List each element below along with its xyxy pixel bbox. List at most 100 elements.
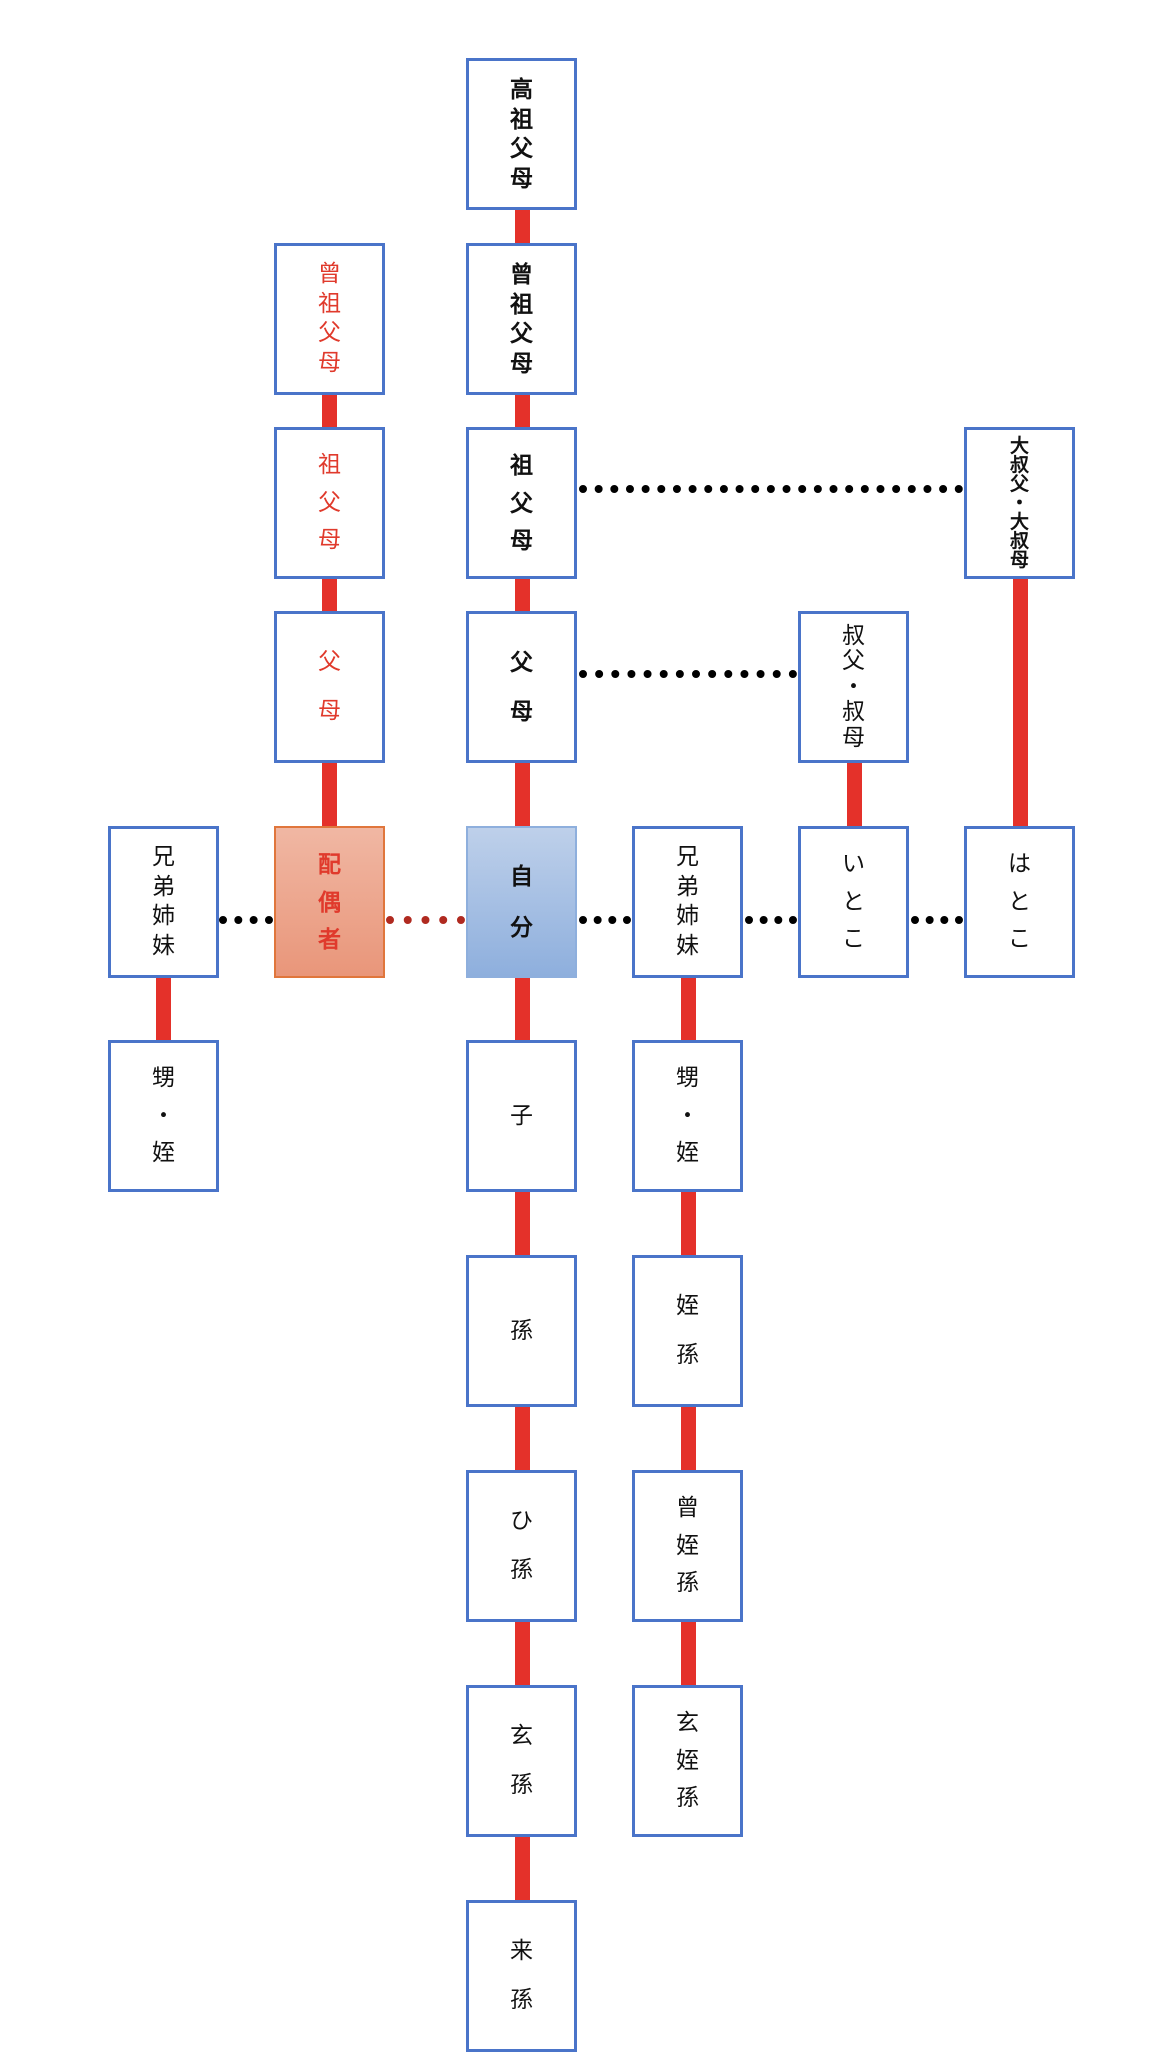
line-spouse-grandparents-to-parents — [322, 575, 337, 620]
box-grandparents: 祖 父 母 — [466, 427, 577, 579]
label-char: 叔 — [1009, 453, 1029, 476]
box-nephew-niece: 甥 ・ 姪 — [632, 1040, 743, 1192]
line-great-grandchild-to-great-great-grandchild — [515, 1620, 530, 1688]
line-spouse-parents-to-spouse — [322, 760, 337, 828]
label-char: 妹 — [676, 933, 699, 960]
label-char: 姪 — [676, 1747, 699, 1774]
label-char: 父 — [510, 320, 533, 348]
label-char: 姪 — [676, 1292, 699, 1319]
label-char: 叔 — [842, 699, 865, 725]
label-char: 甥 — [152, 1065, 175, 1092]
label-char: 父 — [318, 648, 341, 675]
label-char: 母 — [318, 350, 341, 377]
box-uncle-aunt: 叔 父 ・ 叔 母 — [798, 611, 909, 763]
label-char: い — [842, 851, 865, 878]
box-great-grandparents: 曾 祖 父 母 — [466, 243, 577, 395]
dotted-spouse-to-self — [386, 916, 465, 924]
label-char: 孫 — [510, 1317, 533, 1344]
label-char: 孫 — [676, 1569, 699, 1596]
box-great-great-great-grandchild: 来 孫 — [466, 1900, 577, 2052]
box-spouse-siblings: 兄 弟 姉 妹 — [108, 826, 219, 978]
label-char: 父 — [1009, 472, 1029, 495]
label-char: 祖 — [510, 290, 533, 318]
label-char: 弟 — [152, 873, 175, 900]
label-char: 子 — [510, 1102, 533, 1129]
label-char: 父 — [842, 648, 865, 674]
dotted-parents-to-uncle-aunt — [579, 670, 797, 678]
label-char: 弟 — [676, 873, 699, 900]
label-char: ・ — [1009, 491, 1029, 514]
line-grandnephew-to-great-grandnephew — [681, 1405, 696, 1473]
label-char: 祖 — [318, 290, 341, 317]
label-char: ・ — [842, 673, 865, 700]
line-great-grandparents-to-grandparents — [515, 390, 530, 435]
box-spouse-great-grandparents: 曾 祖 父 母 — [274, 243, 385, 395]
box-great-great-grandchild: 玄 孫 — [466, 1685, 577, 1837]
label-char: 者 — [318, 926, 341, 954]
label-char: 孫 — [510, 1987, 533, 2014]
label-char: 曾 — [676, 1495, 699, 1522]
line-grandchild-to-great-grandchild — [515, 1405, 530, 1473]
box-spouse-grandparents: 祖 父 母 — [274, 427, 385, 579]
label-char: 叔 — [1009, 529, 1029, 552]
line-great-uncle-aunt-to-second-cousin — [1013, 575, 1028, 828]
dotted-siblings-to-cousin — [745, 916, 797, 924]
label-char: 大 — [1009, 434, 1029, 457]
line-great-grandnephew-to-great-great-grandnephew — [681, 1620, 696, 1688]
label-char: こ — [1008, 925, 1031, 952]
label-char: こ — [842, 925, 865, 952]
line-spouse-siblings-to-nephew — [156, 975, 171, 1043]
label-char: 妹 — [152, 933, 175, 960]
label-char: 母 — [510, 698, 533, 726]
label-char: 甥 — [676, 1065, 699, 1092]
line-great-great-grandchild-to-raison — [515, 1835, 530, 1903]
label-char: 配 — [318, 850, 341, 878]
box-grandnephew: 姪 孫 — [632, 1255, 743, 1407]
label-char: 父 — [510, 135, 533, 163]
box-child: 子 — [466, 1040, 577, 1192]
label-char: 父 — [318, 489, 341, 516]
label-char: 祖 — [510, 105, 533, 133]
label-char: 兄 — [152, 843, 175, 870]
label-char: 孫 — [510, 1557, 533, 1584]
label-char: 来 — [510, 1937, 533, 1964]
label-char: 母 — [842, 724, 865, 751]
line-grandparents-to-parents — [515, 575, 530, 620]
label-char: 大 — [1009, 510, 1029, 533]
box-grandchild: 孫 — [466, 1255, 577, 1407]
label-char: 玄 — [676, 1710, 699, 1737]
label-char: 母 — [1009, 548, 1029, 571]
label-char: ・ — [676, 1102, 699, 1129]
label-char: 分 — [510, 913, 533, 941]
box-siblings: 兄 弟 姉 妹 — [632, 826, 743, 978]
label-char: と — [1008, 888, 1031, 915]
label-char: 父 — [510, 489, 533, 517]
box-great-grandchild: ひ 孫 — [466, 1470, 577, 1622]
label-char: 偶 — [318, 888, 341, 916]
label-char: 姉 — [152, 903, 175, 930]
label-char: 母 — [318, 698, 341, 725]
label-char: 兄 — [676, 843, 699, 870]
box-spouse-nephew-niece: 甥 ・ 姪 — [108, 1040, 219, 1192]
box-great-great-grandnephew: 玄 姪 孫 — [632, 1685, 743, 1837]
label-char: 叔 — [842, 622, 865, 649]
label-char: 母 — [318, 526, 341, 553]
line-self-to-child — [515, 975, 530, 1043]
label-char: 高 — [510, 75, 533, 103]
line-great-great-grandparents-to-great-grandparents — [515, 205, 530, 250]
line-uncle-aunt-to-cousin — [847, 760, 862, 828]
box-spouse: 配 偶 者 — [274, 826, 385, 978]
box-cousin: い と こ — [798, 826, 909, 978]
line-child-to-grandchild — [515, 1190, 530, 1258]
dotted-self-to-siblings — [579, 916, 631, 924]
label-char: 自 — [510, 863, 533, 891]
line-parents-to-self — [515, 760, 530, 828]
line-spouse-great-grandparents-to-grandparents — [322, 390, 337, 435]
box-parents: 父 母 — [466, 611, 577, 763]
label-char: 孫 — [676, 1342, 699, 1369]
label-char: 祖 — [318, 452, 341, 479]
label-char: は — [1008, 851, 1031, 878]
dotted-spouse-siblings-to-spouse — [219, 916, 273, 924]
label-char: 姪 — [676, 1139, 699, 1166]
